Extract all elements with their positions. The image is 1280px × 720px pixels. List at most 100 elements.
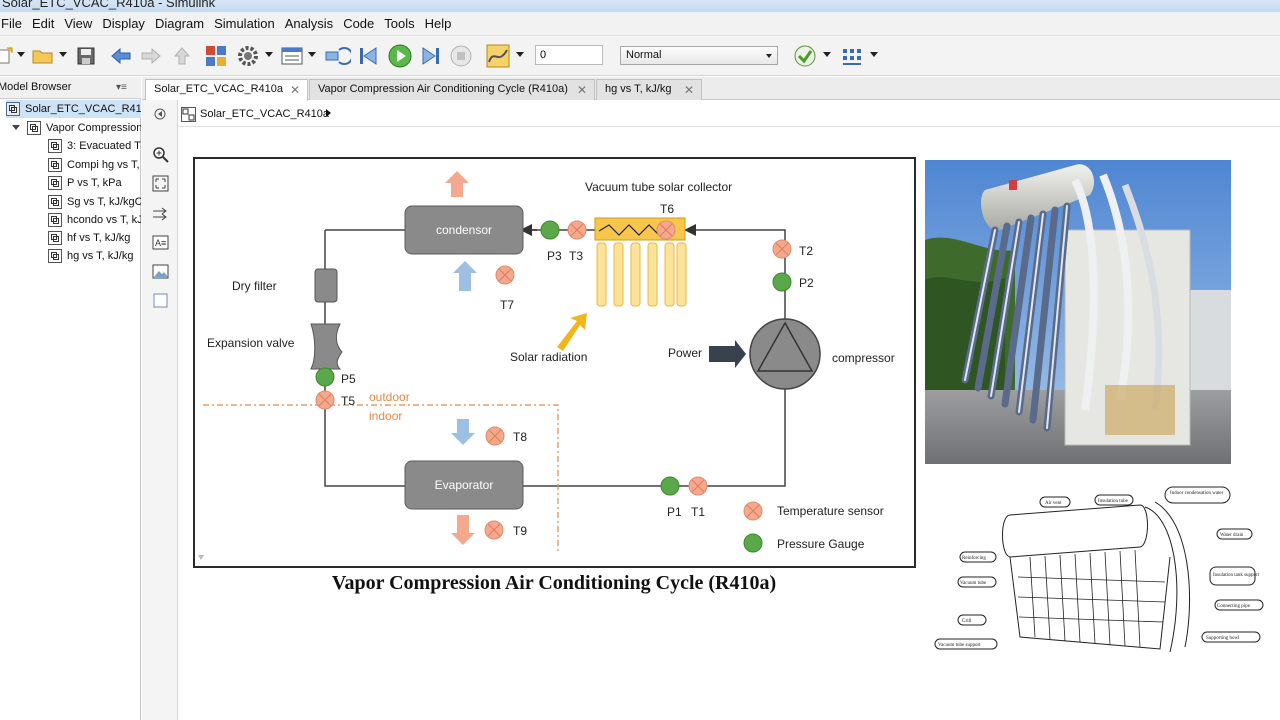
data-inspector-icon[interactable] xyxy=(485,44,511,68)
sketch-label-supporting-bowl: Supporting bowl xyxy=(1206,636,1240,641)
legend-pressure-swatch xyxy=(743,533,763,553)
compressor-symbol xyxy=(756,321,814,372)
tree-item-p-vs-t[interactable]: P vs T, kPa xyxy=(48,174,141,192)
tree-item-subsystem[interactable]: Vapor Compression Air Conditioning Cycle… xyxy=(27,119,141,137)
tree-item-hf-vs-t[interactable]: hf vs T, kJ/kg xyxy=(48,229,141,247)
settings-gear-icon[interactable] xyxy=(236,44,260,68)
menu-code[interactable]: Code xyxy=(343,16,375,31)
build-dropdown-icon[interactable] xyxy=(870,52,878,57)
new-model-icon[interactable] xyxy=(0,44,14,68)
zoom-icon[interactable] xyxy=(152,146,169,163)
settings-dropdown-icon[interactable] xyxy=(265,52,273,57)
tree-collapse-icon[interactable] xyxy=(12,125,20,130)
solar-ac-photo xyxy=(925,160,1231,464)
tab-label: Solar_ETC_VCAC_R410a xyxy=(154,83,284,95)
area-icon[interactable] xyxy=(152,292,169,309)
step-forward-icon[interactable] xyxy=(419,44,441,68)
sensor-t1 xyxy=(688,476,708,496)
sketch-label-vacuum-tube: Vacuum tube xyxy=(960,581,987,586)
back-arrow-icon[interactable] xyxy=(110,44,132,68)
sensor-p2 xyxy=(772,272,792,292)
hide-browser-icon[interactable] xyxy=(152,106,169,123)
model-browser: Model Browser ▾≡ Solar_ETC_VCAC_R410a Va… xyxy=(0,77,141,720)
sketch-label-grill: Grill xyxy=(962,619,972,624)
tree-item-compi-hg[interactable]: Compi hg vs T, kJ/kg xyxy=(48,156,141,174)
build-grid-icon[interactable] xyxy=(840,44,864,68)
label-indoor: indoor xyxy=(369,409,402,423)
fit-to-view-icon[interactable] xyxy=(152,175,169,192)
label-t5: T5 xyxy=(341,394,355,408)
close-icon[interactable]: ✕ xyxy=(576,83,587,97)
browser-menu-icon[interactable]: ▾≡ xyxy=(116,82,127,93)
condenser-unit xyxy=(404,205,524,255)
tab-vapor-compression[interactable]: Vapor Compression Air Conditioning Cycle… xyxy=(309,79,595,100)
stop-simulation-icon[interactable] xyxy=(449,44,473,68)
legend-temp-label: Temperature sensor xyxy=(777,504,884,518)
step-back-icon[interactable] xyxy=(358,44,380,68)
label-power: Power xyxy=(668,346,702,360)
breadcrumb-model[interactable]: Solar_ETC_VCAC_R410a xyxy=(200,108,330,120)
update-diagram-icon[interactable] xyxy=(325,44,351,68)
up-arrow-icon[interactable] xyxy=(172,44,192,68)
subsystem-icon xyxy=(48,139,62,153)
menu-simulation[interactable]: Simulation xyxy=(214,16,275,31)
tree-item-evacuated-tube[interactable]: 3: Evacuated Tube xyxy=(48,137,141,155)
legend-temp-swatch xyxy=(743,501,763,521)
resize-grip-icon[interactable] xyxy=(198,555,204,560)
vapor-compression-schematic: condensor Evaporator compressor Dry filt… xyxy=(193,157,916,568)
tree-item-label: hcondo vs T, kJ/kg xyxy=(67,214,141,226)
menu-help[interactable]: Help xyxy=(424,16,452,31)
tab-solar-etc[interactable]: Solar_ETC_VCAC_R410a ✕ xyxy=(145,79,308,101)
save-icon[interactable] xyxy=(76,44,96,68)
stop-time-input[interactable] xyxy=(535,45,603,65)
new-dropdown-icon[interactable] xyxy=(17,52,25,57)
run-simulation-icon[interactable] xyxy=(387,44,413,68)
menu-analysis[interactable]: Analysis xyxy=(284,16,334,31)
open-dropdown-icon[interactable] xyxy=(59,52,67,57)
vacuum-tubes xyxy=(596,242,687,307)
evaporator-unit xyxy=(404,460,524,510)
tree-item-hg-vs-t[interactable]: hg vs T, kJ/kg xyxy=(48,247,141,265)
label-outdoor: outdoor xyxy=(369,390,410,404)
menu-tools[interactable]: Tools xyxy=(384,16,415,31)
label-p2: P2 xyxy=(799,276,814,290)
simulation-mode-select[interactable]: Normal xyxy=(620,46,778,65)
menu-view[interactable]: View xyxy=(64,16,93,31)
menu-bar: File Edit View Display Diagram Simulatio… xyxy=(0,12,1280,36)
tree-item-sg-vs-t[interactable]: Sg vs T, kJ/kgC xyxy=(48,193,141,211)
close-icon[interactable]: ✕ xyxy=(289,83,300,97)
chevron-down-icon xyxy=(766,54,772,58)
sketch-label-insulation-tube: Insulation tube xyxy=(1098,499,1129,504)
label-t1: T1 xyxy=(691,505,705,519)
inspector-dropdown-icon[interactable] xyxy=(516,52,524,57)
heat-out-arrow xyxy=(445,171,469,197)
model-advisor-check-icon[interactable] xyxy=(793,44,817,68)
advisor-dropdown-icon[interactable] xyxy=(823,52,831,57)
chevron-right-icon[interactable] xyxy=(326,109,331,117)
svg-text:A≡: A≡ xyxy=(155,238,166,248)
sketch-label-tank-support: Insulation tank support xyxy=(1213,573,1260,578)
menu-diagram[interactable]: Diagram xyxy=(154,16,205,31)
menu-file[interactable]: File xyxy=(1,16,22,31)
tree-item-root[interactable]: Solar_ETC_VCAC_R410a xyxy=(6,100,141,118)
tab-hg-vs-t[interactable]: hg vs T, kJ/kg ✕ xyxy=(596,79,702,100)
image-icon[interactable] xyxy=(152,263,169,280)
menu-display[interactable]: Display xyxy=(102,16,145,31)
tree-item-label: 3: Evacuated Tube xyxy=(67,140,141,152)
tree-item-hcondo-vs-t[interactable]: hcondo vs T, kJ/kg xyxy=(48,211,141,229)
explorer-dropdown-icon[interactable] xyxy=(308,52,316,57)
open-folder-icon[interactable] xyxy=(31,44,55,68)
window-title: Solar_ETC_VCAC_R410a - Simulink xyxy=(2,0,216,10)
editor-tabs: Solar_ETC_VCAC_R410a ✕ Vapor Compression… xyxy=(142,77,1280,101)
arrow-route-icon[interactable] xyxy=(152,205,169,222)
tab-label: Vapor Compression Air Conditioning Cycle… xyxy=(318,83,568,95)
forward-arrow-icon[interactable] xyxy=(140,44,162,68)
label-t9: T9 xyxy=(513,524,527,538)
library-browser-icon[interactable] xyxy=(204,44,228,68)
close-icon[interactable]: ✕ xyxy=(683,83,694,97)
menu-edit[interactable]: Edit xyxy=(31,16,55,31)
sketch-label-water-drain: Water drain xyxy=(1220,533,1244,538)
label-t6: T6 xyxy=(660,202,674,216)
annotation-icon[interactable]: A≡ xyxy=(152,234,169,251)
model-explorer-icon[interactable] xyxy=(280,44,304,68)
